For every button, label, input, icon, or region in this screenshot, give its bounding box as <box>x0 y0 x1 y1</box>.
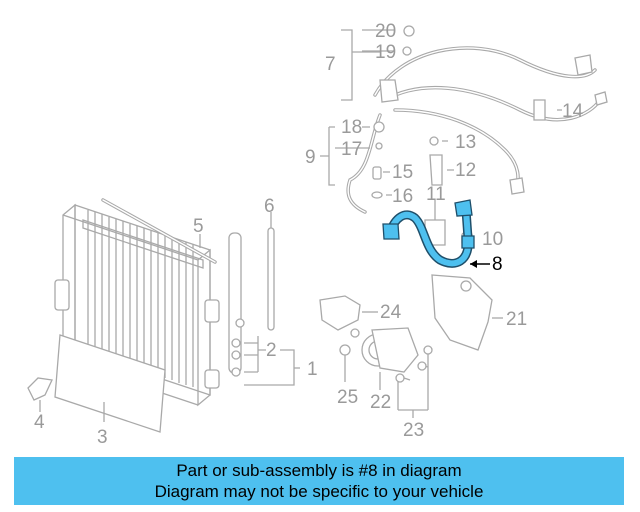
callout-16[interactable]: 16 <box>392 186 413 207</box>
callouts: 1 2 3 4 5 6 7 8 9 10 11 12 13 14 15 16 1… <box>34 21 584 448</box>
callout-23[interactable]: 23 <box>403 420 424 441</box>
info-banner: Part or sub-assembly is #8 in diagram Di… <box>14 457 624 505</box>
callout-12[interactable]: 12 <box>455 160 476 181</box>
strip-5 <box>101 198 217 264</box>
callout-24[interactable]: 24 <box>380 302 402 323</box>
compressor <box>339 327 433 418</box>
callout-25[interactable]: 25 <box>337 387 358 408</box>
heat-shield-21 <box>431 274 503 351</box>
bracket-24 <box>319 295 378 338</box>
receiver-drier <box>228 232 300 386</box>
callout-14[interactable]: 14 <box>562 101 584 122</box>
callout-1[interactable]: 1 <box>307 359 318 380</box>
ac-line-assembly <box>320 25 608 214</box>
callout-3[interactable]: 3 <box>97 427 108 448</box>
callout-7[interactable]: 7 <box>325 54 336 75</box>
callout-6[interactable]: 6 <box>264 196 275 217</box>
condenser-assembly <box>54 203 220 407</box>
rod-6 <box>267 212 275 331</box>
callout-2[interactable]: 2 <box>266 340 277 361</box>
hose-part-8[interactable] <box>382 199 490 268</box>
callout-10[interactable]: 10 <box>482 229 503 250</box>
callout-5[interactable]: 5 <box>193 216 204 237</box>
banner-line-disclaimer: Diagram may not be specific to your vehi… <box>154 482 484 501</box>
callout-18[interactable]: 18 <box>341 117 362 138</box>
banner-line-part: Part or sub-assembly is #8 in diagram <box>176 461 462 480</box>
callout-8[interactable]: 8 <box>492 254 503 275</box>
callout-20[interactable]: 20 <box>375 21 396 42</box>
callout-17[interactable]: 17 <box>341 139 362 160</box>
callout-21[interactable]: 21 <box>506 309 527 330</box>
callout-15[interactable]: 15 <box>392 162 413 183</box>
callout-9[interactable]: 9 <box>305 147 316 168</box>
callout-11[interactable]: 11 <box>426 184 446 205</box>
bracket-4 <box>27 377 53 412</box>
callout-13[interactable]: 13 <box>455 132 476 153</box>
callout-22[interactable]: 22 <box>370 392 391 413</box>
seal-panel <box>54 334 166 433</box>
callout-19[interactable]: 19 <box>375 42 396 63</box>
callout-4[interactable]: 4 <box>34 412 45 433</box>
